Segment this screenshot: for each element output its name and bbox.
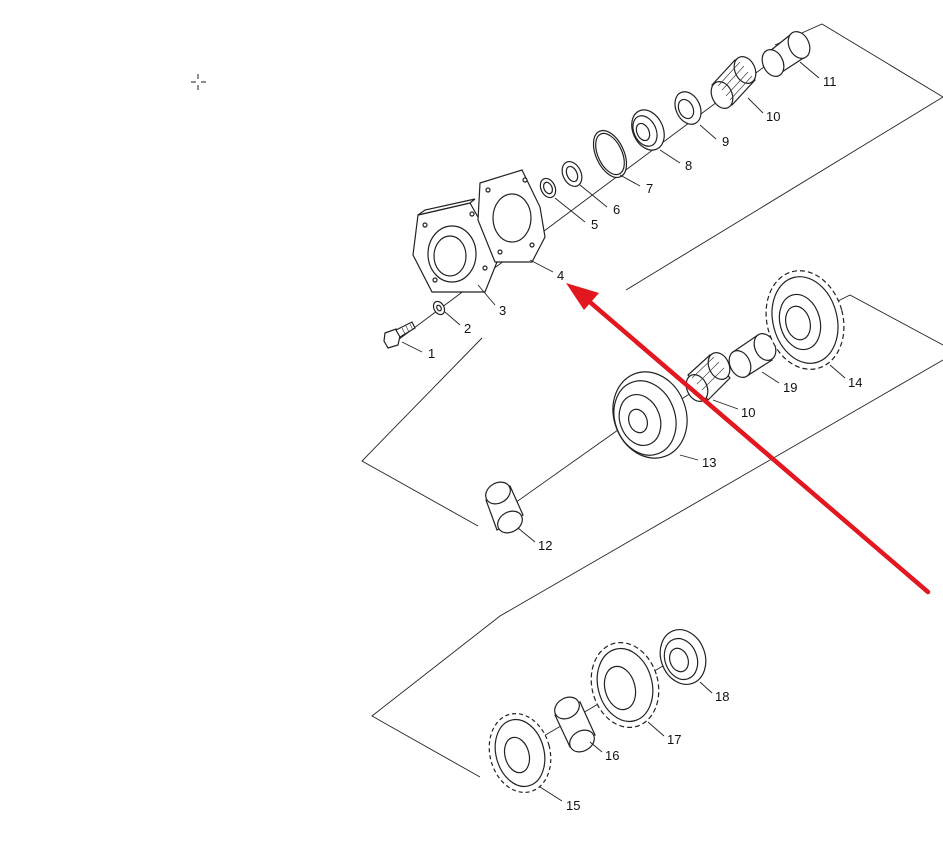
callout-7: 7 (646, 181, 653, 196)
callout-2: 2 (464, 321, 471, 336)
part-bushing-16 (554, 696, 596, 753)
callout-13: 13 (702, 455, 716, 470)
part-nut (539, 177, 557, 199)
callout-9: 9 (722, 134, 729, 149)
part-needle-bearing-middle (685, 352, 731, 402)
callout-4: 4 (557, 268, 564, 283)
callout-14: 14 (848, 375, 862, 390)
callout-10-middle: 10 (741, 405, 755, 420)
callout-19: 19 (783, 380, 797, 395)
callout-16: 16 (605, 748, 619, 763)
leader-lines (401, 61, 846, 802)
part-synchronizer (612, 371, 688, 459)
part-gear-17 (590, 641, 660, 729)
callout-10-upper: 10 (766, 109, 780, 124)
part-bushing-upper (761, 31, 811, 77)
plane-middle (371, 294, 943, 778)
part-bearing-upper (631, 109, 665, 151)
part-washer (432, 300, 446, 316)
part-needle-bearing-upper (710, 56, 757, 109)
part-cover (412, 198, 498, 293)
callout-6: 6 (613, 202, 620, 217)
callout-18: 18 (715, 689, 729, 704)
callout-11: 11 (823, 74, 837, 89)
part-bushing-19 (728, 333, 777, 378)
part-gear-15 (488, 712, 552, 794)
callout-3: 3 (499, 303, 506, 318)
callout-8: 8 (685, 158, 692, 173)
callout-15: 15 (566, 798, 580, 813)
callout-5: 5 (591, 217, 598, 232)
callout-1: 1 (428, 346, 435, 361)
part-thrust-washer (674, 91, 702, 125)
callout-17: 17 (667, 732, 681, 747)
part-bushing-12 (485, 481, 524, 534)
part-bearing-lower (659, 629, 707, 685)
callout-12: 12 (538, 538, 552, 553)
part-lock-washer (561, 161, 583, 187)
crosshair-cursor-icon (191, 74, 206, 90)
part-gasket (477, 169, 546, 263)
red-arrow-annotation (566, 283, 931, 595)
part-bolt (383, 321, 416, 349)
part-gear-14 (765, 270, 845, 370)
callout-labels: 1 2 3 4 5 6 7 8 9 10 11 10 19 14 13 12 1… (428, 74, 862, 813)
part-snap-ring (592, 129, 628, 179)
shaft-axis-middle (504, 424, 626, 511)
